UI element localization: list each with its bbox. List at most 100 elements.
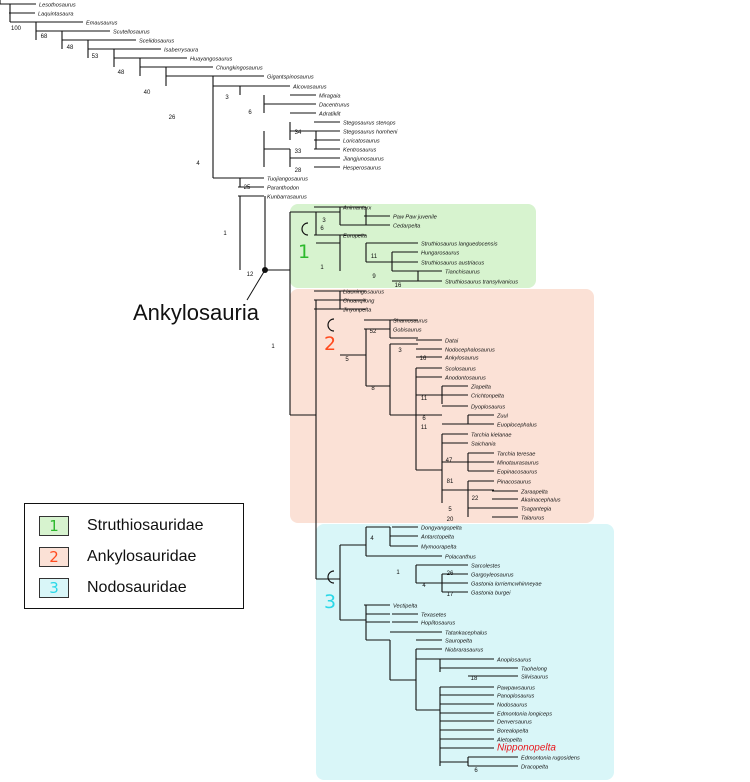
taxon-label: Ankylosaurus	[444, 356, 479, 362]
taxon-label: Antarctopelta	[420, 535, 454, 541]
taxon-label: Nipponopelta	[497, 743, 556, 754]
taxon-label: Gobisaurus	[393, 328, 422, 334]
taxon-label: Scolosaurus	[445, 367, 476, 373]
support-value: 12	[247, 272, 254, 278]
taxon-label: Mymoorapelta	[421, 545, 456, 551]
clade-title-ankylosauria: Ankylosauria	[133, 300, 259, 325]
taxon-label: Isaberrysaura	[164, 48, 198, 54]
clade-marker-2-arc	[327, 318, 335, 332]
support-value: 11	[421, 396, 428, 402]
taxon-label: Loricatosaurus	[343, 139, 380, 145]
taxon-label: Chungkingosaurus	[216, 66, 263, 72]
taxon-label: Gastonia lorriemcwhinneyae	[471, 582, 542, 588]
legend-swatch-3: 3	[39, 578, 69, 598]
support-value: 4	[196, 161, 200, 167]
legend-item-struthiosauridae: 1 Struthiosauridae	[39, 515, 204, 537]
taxon-label: Tianchisaurus	[445, 270, 480, 276]
taxon-label: Animantarx	[342, 206, 371, 212]
support-value: 33	[295, 149, 302, 155]
taxon-label: Ziapelta	[470, 385, 491, 391]
support-value: 4	[370, 536, 374, 542]
taxon-label: Tarchia kielanae	[471, 433, 512, 439]
support-value: 6	[320, 226, 324, 232]
support-value: 25	[244, 185, 251, 191]
taxon-label: Gargoyleosaurus	[471, 573, 514, 579]
taxon-label: Niobrarasaurus	[445, 648, 483, 654]
support-value: 34	[295, 130, 302, 136]
taxon-label: Miragaia	[319, 94, 340, 100]
support-value: 100	[11, 26, 22, 32]
taxon-label: Euoplocephalus	[497, 423, 537, 429]
taxon-label: Borealopelta	[497, 729, 528, 735]
legend-label: Nodosauridae	[87, 579, 187, 596]
taxon-label: Aletopelta	[496, 738, 522, 744]
taxon-label: Akainacephalus	[520, 498, 561, 504]
taxon-label: Stegosaurus homheni	[343, 130, 398, 136]
support-value: 20	[447, 517, 454, 523]
legend-item-ankylosauridae: 2 Ankylosauridae	[39, 546, 196, 568]
support-value: 5	[345, 357, 349, 363]
legend-item-nodosauridae: 3 Nodosauridae	[39, 577, 187, 599]
clade-marker-3-arc	[327, 570, 335, 584]
taxon-label: Hoplitosaurus	[421, 621, 455, 627]
clade-marker-1-number: 1	[298, 241, 310, 263]
support-value: 52	[370, 329, 377, 335]
taxon-label: Gigantspinosaurus	[267, 75, 314, 81]
support-value: 48	[67, 45, 74, 51]
support-value: 9	[372, 274, 376, 280]
legend-swatch-1: 1	[39, 516, 69, 536]
taxon-label: Saichania	[471, 442, 496, 448]
taxon-label: Crichtonpelta	[471, 394, 504, 400]
support-value: 48	[118, 70, 125, 76]
taxon-label: Kunbarrasaurus	[267, 195, 307, 201]
taxon-label: Emausaurus	[86, 21, 118, 27]
taxon-label: Anodontosaurus	[444, 376, 486, 382]
taxon-label: Tsagantegia	[521, 507, 551, 513]
taxon-label: Tatankacephalus	[445, 631, 487, 637]
legend-swatch-2: 2	[39, 547, 69, 567]
taxon-label: Edmontonia rugosidens	[521, 756, 580, 762]
taxon-label: Struthiosaurus austriacus	[421, 261, 484, 267]
taxon-label: Laquintasaura	[38, 12, 73, 18]
taxon-label: Europelta	[343, 234, 367, 240]
taxon-label: Hesperosaurus	[343, 166, 381, 172]
support-value: 22	[472, 496, 479, 502]
taxon-label: Struthiosaurus languedocensis	[421, 242, 498, 248]
support-value: 3	[398, 348, 402, 354]
support-value: 11	[371, 254, 378, 260]
taxon-label: Dyoplosaurus	[471, 405, 505, 411]
support-value: 26	[447, 571, 454, 577]
taxon-label: Jinyunpelta	[342, 308, 371, 314]
support-value: 1	[320, 265, 324, 271]
taxon-label: Stegosaurus stenops	[343, 121, 396, 127]
support-value: 18	[471, 676, 478, 682]
taxon-label: Scutellosaurus	[113, 30, 150, 36]
taxon-label: Chuanqilong	[343, 299, 375, 305]
taxon-label: Taohelong	[521, 667, 548, 673]
clade-box-nodosauridae	[316, 524, 614, 780]
taxon-label: Eopinacosaurus	[497, 470, 537, 476]
taxon-label: Tarchia teresae	[497, 452, 535, 458]
support-value: 3	[322, 218, 326, 224]
support-value: 8	[371, 386, 375, 392]
support-value: 4	[422, 583, 426, 589]
clade-marker-3-number: 3	[324, 591, 336, 613]
support-value: 3	[225, 95, 229, 101]
clade-marker-2-number: 2	[324, 333, 336, 355]
taxon-label: Paw Paw juvenile	[393, 215, 437, 221]
taxon-label: Struthiosaurus transylvanicus	[445, 280, 518, 286]
taxon-label: Gastonia burgei	[471, 591, 511, 597]
support-value: 47	[446, 458, 453, 464]
support-value: 1	[271, 344, 275, 350]
taxon-label: Polacanthus	[445, 555, 476, 561]
support-value: 26	[169, 115, 176, 121]
taxon-label: Anoplosaurus	[496, 658, 531, 664]
taxon-label: Talarurus	[521, 516, 544, 522]
taxon-label: Vectipelta	[393, 604, 417, 610]
taxon-label: Nodocephalosaurus	[445, 348, 495, 354]
support-value: 17	[447, 592, 454, 598]
taxon-label: Sauropelta	[445, 639, 472, 645]
support-value: 1	[396, 570, 400, 576]
taxon-label: Dracopelta	[521, 765, 548, 771]
